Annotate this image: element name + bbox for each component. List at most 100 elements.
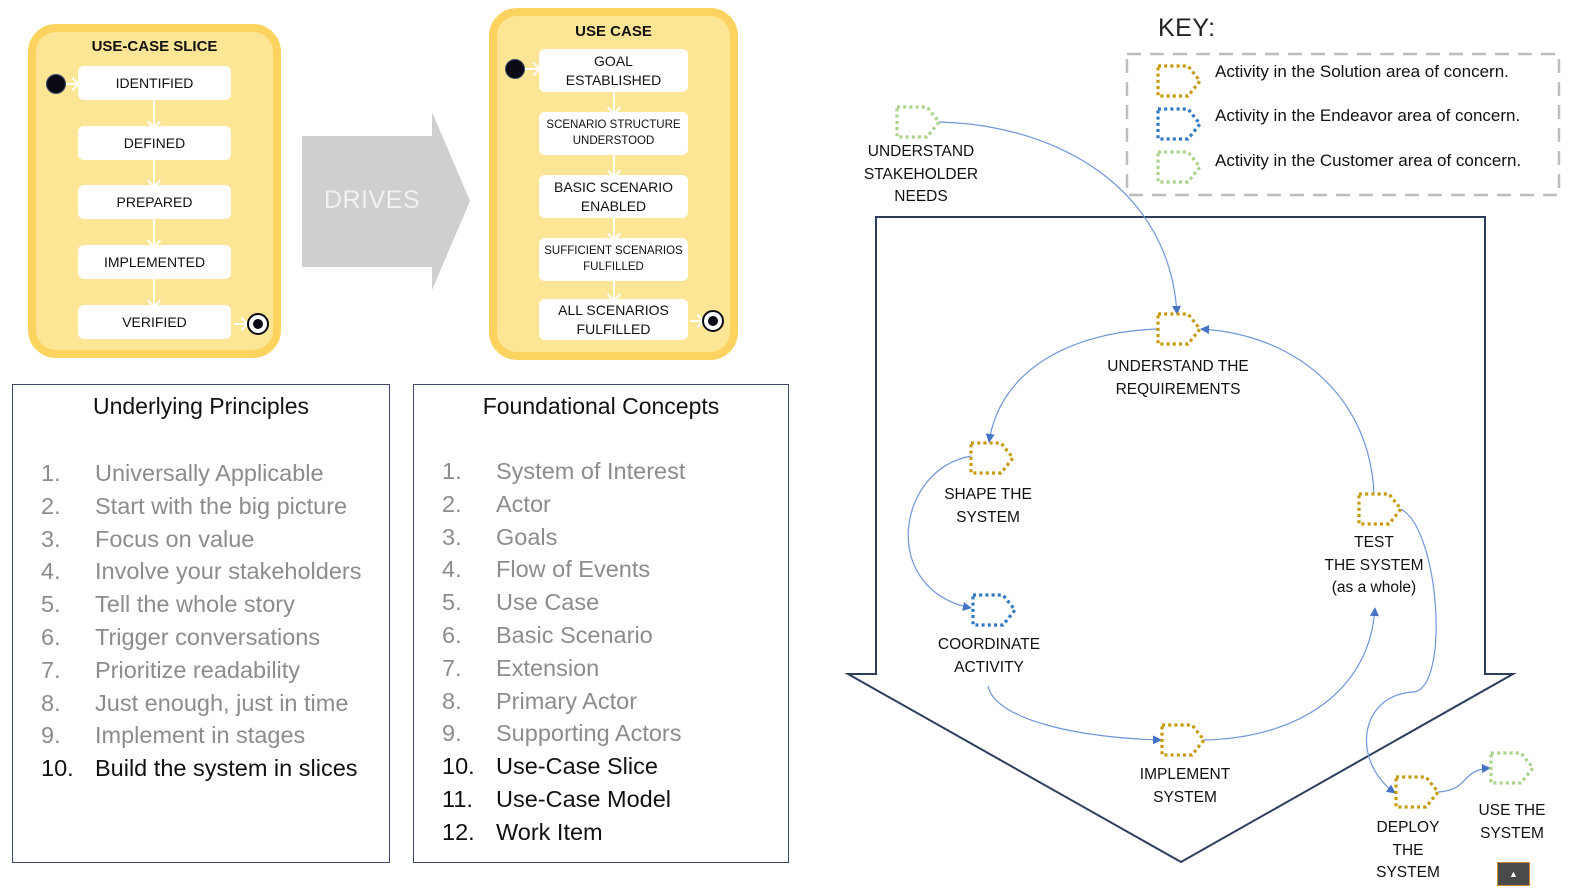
label-use-system: USE THE SYSTEM	[1479, 800, 1546, 845]
drives-arrow-icon	[302, 112, 470, 290]
list-item: 10.Build the system in slices	[41, 752, 361, 785]
list-item-text: Actor	[496, 490, 551, 517]
list-item-number: 9.	[41, 722, 61, 749]
label-line: UNDERSTAND	[867, 143, 975, 160]
list-item-text: Trigger conversations	[95, 623, 321, 650]
foundational-concepts-title: Foundational Concepts	[482, 393, 720, 419]
state-all-scenarios-fulfilled: ALL SCENARIOS FULFILLED	[539, 299, 688, 340]
list-item-number: 3.	[442, 523, 462, 550]
list-item: 2.Actor	[442, 488, 685, 521]
label-line: SYSTEM	[1376, 864, 1440, 881]
list-item-text: Just enough, just in time	[95, 689, 349, 716]
key-customer-label: Activity in the Customer area of concern…	[1215, 151, 1522, 170]
list-item-text: Use-Case Model	[496, 785, 672, 812]
label-deploy-system: DEPLOY THE SYSTEM	[1376, 817, 1440, 885]
final-transition-arrow	[690, 320, 702, 322]
state-defined: DEFINED	[78, 126, 231, 160]
label-coordinate-activity: COORDINATE ACTIVITY	[938, 634, 1040, 679]
list-item-text: Prioritize readability	[95, 656, 301, 683]
transition-arrow	[153, 219, 155, 245]
label-test-system: TEST THE SYSTEM (as a whole)	[1324, 532, 1423, 600]
activity-use-icon	[1489, 751, 1536, 785]
list-item-text: Extension	[496, 654, 600, 681]
list-item: 6. Basic Scenario	[442, 619, 685, 652]
triangle-up-icon: ▲	[1509, 869, 1518, 879]
final-node-icon	[247, 313, 269, 335]
list-item: 9.Implement in stages	[41, 719, 361, 752]
scroll-to-top-button[interactable]: ▲	[1497, 862, 1530, 886]
list-item-text: Flow of Events	[496, 556, 651, 583]
flow-test-to-requirements	[1200, 325, 1375, 495]
label-line: USE THE	[1478, 802, 1546, 819]
transition-arrow	[153, 160, 155, 185]
list-item: 11.Use-Case Model	[442, 783, 685, 816]
list-item-number: 10.	[442, 753, 475, 780]
underlying-principles-title: Underlying Principles	[92, 393, 310, 419]
list-item-text: Primary Actor	[496, 687, 638, 714]
label-shape-system: SHAPE THE SYSTEM	[944, 484, 1032, 529]
list-item-number: 4.	[442, 556, 462, 583]
list-item-text: Use Case	[496, 589, 600, 616]
label-line: ACTIVITY	[954, 658, 1024, 676]
list-item-text: Universally Applicable	[95, 460, 324, 486]
label-line: (as a whole)	[1331, 579, 1417, 596]
state-basic-scenario-enabled: BASIC SCENARIO ENABLED	[539, 175, 688, 218]
list-item-text: Start with the big picture	[95, 492, 348, 519]
list-item-text: Work Item	[496, 818, 603, 845]
list-item: 8. Primary Actor	[442, 685, 685, 718]
list-item-number: 6.	[442, 621, 462, 648]
use-case-slice-title: USE-CASE SLICE	[91, 38, 218, 55]
list-item-number: 5.	[442, 589, 462, 616]
list-item: 4.Involve your stakeholders	[41, 555, 361, 588]
state-line: FULFILLED	[583, 260, 644, 273]
state-line: SCENARIO STRUCTURE	[546, 118, 681, 131]
list-item-number: 4.	[41, 558, 61, 585]
activity-deploy-icon	[1394, 775, 1441, 809]
key-solution-label: Activity in the Solution area of concern…	[1215, 62, 1509, 81]
list-item: 9. Supporting Actors	[442, 717, 685, 750]
label-line: SHAPE THE	[944, 486, 1032, 503]
list-item-text: System of Interest	[496, 458, 686, 484]
final-node-icon	[702, 310, 724, 332]
list-item-number: 8.	[442, 687, 462, 714]
transition-arrow	[153, 100, 155, 126]
list-item-text: Supporting Actors	[496, 720, 682, 747]
label-understand-requirements: UNDERSTAND THE REQUIREMENTS	[1107, 356, 1249, 401]
list-item-number: 10.	[41, 755, 74, 782]
list-item: 8.Just enough, just in time	[41, 687, 361, 720]
list-item: 2. Start with the big picture	[41, 490, 361, 523]
label-line: UNDERSTAND THE	[1107, 358, 1249, 375]
initial-transition-arrow	[66, 83, 77, 85]
state-prepared: PREPARED	[78, 185, 231, 219]
list-item: 10.Use-Case Slice	[442, 750, 685, 783]
list-item-number: 1.	[442, 458, 462, 484]
initial-transition-arrow	[525, 68, 538, 70]
list-item-number: 2.	[41, 492, 61, 519]
label-line: REQUIREMENTS	[1115, 380, 1241, 398]
state-line: ALL SCENARIOS	[558, 301, 669, 318]
label-understand-stakeholder-needs: UNDERSTAND STAKEHOLDER NEEDS	[864, 141, 978, 209]
label-line: SYSTEM	[956, 508, 1020, 526]
underlying-principles-box: Underlying Principles 1.Universally Appl…	[12, 384, 390, 863]
list-item-text: Basic Scenario	[496, 621, 653, 648]
list-item-text: Focus on value	[95, 525, 255, 552]
state-line: UNDERSTOOD	[572, 134, 655, 147]
list-item-number: 9.	[442, 720, 462, 747]
list-item-number: 12.	[442, 818, 475, 845]
state-line: SUFFICIENT SCENARIOS	[544, 244, 683, 257]
foundational-concepts-box: Foundational Concepts 1. System of Intere…	[413, 384, 789, 863]
list-item: 7. Extension	[442, 652, 685, 685]
flow-deploy-to-use	[1437, 764, 1491, 793]
use-case-title: USE CASE	[575, 23, 652, 40]
list-item: 3.Focus on value	[41, 523, 361, 556]
list-item-number: 7.	[442, 654, 462, 681]
state-verified: VERIFIED	[78, 305, 231, 339]
state-line: ENABLED	[580, 197, 647, 214]
state-line: GOAL	[594, 52, 633, 69]
flow-implement-to-test	[1203, 607, 1379, 741]
label-line: STAKEHOLDER	[863, 165, 979, 183]
label-line: DEPLOY	[1376, 819, 1440, 836]
list-item-number: 6.	[41, 623, 61, 650]
